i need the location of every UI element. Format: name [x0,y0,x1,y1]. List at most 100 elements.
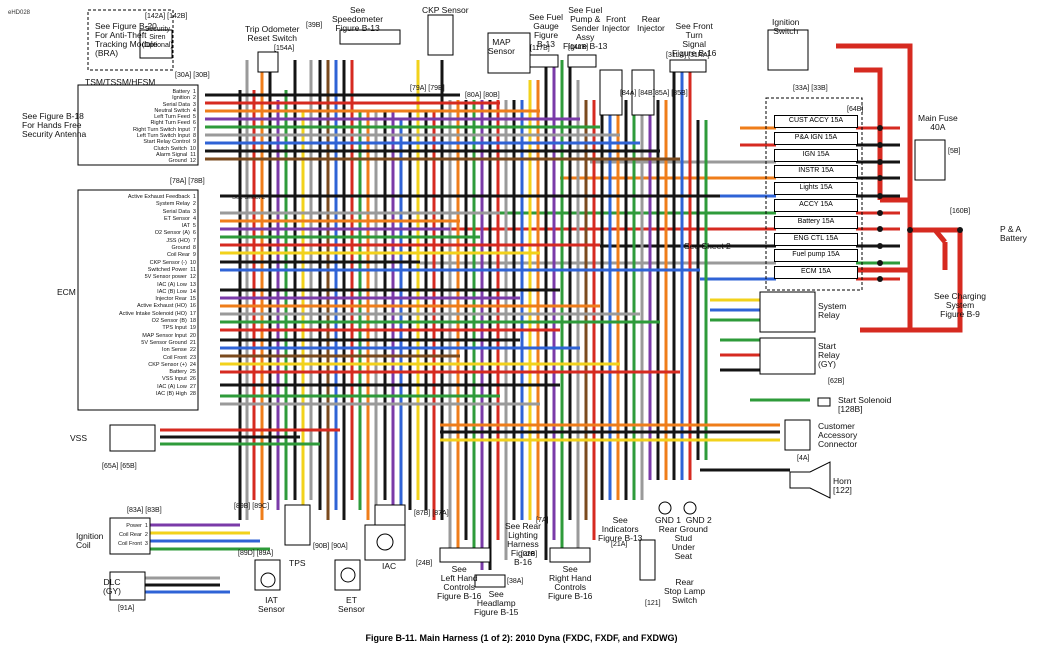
harness-bundle [238,60,708,570]
ecm-pin-20: MAP Sensor Input 20 [142,332,196,339]
speedometer-connector: [39B] [306,22,323,29]
grounds-label: GND 1 GND 2 Rear Ground Stud Under Seat [655,515,712,561]
ecm-pin-6: O2 Sensor (A) 6 [154,230,196,237]
coil-pin-1: Power 1 [126,523,148,529]
ecm-pin-2: System Relay 2 [155,201,196,208]
ecm-connectors: [78A] [78B] [170,178,205,185]
junction-dots [877,125,963,282]
ecm-pin-1: Active Exhaust Feedback 1 [127,194,196,200]
rear-lighting-label: See Rear Lighting Harness Figure B-16 [505,521,541,567]
vss-label: VSS [70,433,88,443]
fuse-8: ENG CTL 15A [774,232,858,246]
ecm-pin-19: TPS Input 19 [162,325,196,332]
customer-accessory-label: Customer Accessory Connector [818,421,858,449]
speedometer-label: See Speedometer Figure B-13 [332,5,384,33]
ignition-coil-label: Ignition Coil [76,531,104,550]
ignition-switch-connectors: [33A] [33B] [793,85,828,92]
ecm-pin-5: IAT 5 [181,223,196,230]
siren-bottom-connectors: [30A] [30B] [175,72,210,79]
fuse-6: ACCY 15A [774,199,858,212]
start-relay-connector: [62B] [828,378,845,385]
tsm-pin-10: Clutch Switch 10 [153,145,197,152]
headlamp-label: See Headlamp Figure B-15 [474,589,519,617]
indicators-label: See Indicators Figure B-13 [598,515,643,543]
rear-lighting-connector: [7A] [536,517,549,524]
trip-odometer-connector: [154A] [274,45,295,52]
ignition-switch-label: Ignition Switch [772,17,800,36]
charging-label: See Charging System Figure B-9 [934,291,986,319]
tsm-pin-7: Right Turn Switch Input 7 [133,126,196,133]
battery-connector: [160B] [950,208,971,215]
doc-code: eHD028 [8,10,31,16]
ecm-see-sheet-2: See Sheet 2 [232,195,266,201]
tsm-pin-11: Alarm Signal 11 [156,151,196,158]
fuel-gauge-label: See Fuel Gauge Figure B-13 [529,12,564,49]
ecm-pin-12: 5V Sensor power 12 [144,274,196,281]
fuse-5: Lights 15A [774,182,858,196]
tsm-pin-9: Start Relay Control 9 [143,139,196,146]
map-connectors: [80A] [80B] [465,92,500,99]
harness-cross-runs [145,93,810,594]
fuse-block-connector: [64B] [847,106,864,113]
ecm-pin-13: IAC (A) Low 13 [157,281,196,288]
ecm-pin-26: VSS Input 26 [162,376,196,383]
ckp-connectors: [79A] [79B] [410,85,445,92]
ecm-pin-27: IAC (A) Low 27 [157,383,196,390]
map-label: MAP Sensor [488,37,515,56]
ecm-pin-24: CKP Sensor (+) 24 [148,361,196,368]
rear-stop-label: Rear Stop Lamp Switch [664,577,706,605]
rear-stop-connector: [121] [645,600,661,607]
iac-label: IAC [382,561,397,571]
siren-label: Security Siren (Optional) [142,26,173,49]
dlc-connector: [91A] [118,605,135,612]
ecm-pin-14: IAC (B) Low 14 [157,288,196,295]
tsm-pin-8: Left Turn Switch Input 8 [136,133,196,140]
iat-label: IAT Sensor [258,595,285,614]
dlc-label: DLC (GY) [103,577,121,596]
module-boxes [77,9,946,601]
ignition-coil-connectors: [83A] [83B] [127,507,162,514]
fuel-gauge-connector: [117B] [530,45,550,52]
rear-injector-label: Rear Injector [637,14,665,33]
ecm-title: ECM [57,287,76,297]
ckp-label: CKP Sensor [422,5,469,15]
fuse-10: ECM 15A [774,266,858,280]
ecm-pin-7: JSS (HO) 7 [166,237,196,244]
fuse-3: IGN 15A [774,148,858,162]
ecm-pin-11: Switched Power 11 [147,266,196,273]
iat-connectors: [89D] [89A] [238,550,274,557]
tps-connectors: [89B] [89C] [234,503,270,510]
ecm-pin-18: O2 Sensor (B) 18 [151,318,196,325]
tsm-pin-5: Left Turn Feed 5 [154,114,196,121]
front-turn-label: See Front Turn Signal Figure B-16 [672,21,717,58]
indicators-connector: [21A] [611,541,628,548]
ecm-pin-15: Injector Rear 15 [155,296,196,303]
ecm-pin-3: Serial Data 3 [162,208,196,215]
customer-accessory-connector: [4A] [797,455,810,462]
ecm-pin-23: Coil Front 23 [162,354,196,361]
ecm-pin-9: Coil Rear 9 [166,252,196,259]
right-hand-connector: [22B] [521,551,538,558]
tsm-note: See Figure B-18 For Hands Free Security … [22,111,87,139]
start-relay-label: Start Relay (GY) [818,341,840,369]
fuse-see-sheet-2: See Sheet 2 [684,241,731,251]
iac-connectors: [87B] [87A] [414,510,449,517]
trip-odometer-label: Trip Odometer Reset Switch [245,24,300,43]
tsm-pin-2: Ignition 2 [172,95,196,102]
siren-note: See Figure B-20 For Anti-Theft Tracking … [95,21,158,58]
vss-connectors: [65A] [65B] [102,463,137,470]
tsm-title: TSM/TSSM/HFSM [85,77,156,87]
fuse-4: INSTR 15A [774,165,858,179]
battery-label: P & A Battery [1000,224,1027,243]
left-hand-label: See Left Hand Controls Figure B-16 [437,564,482,601]
system-relay-label: System Relay [818,301,847,320]
tsm-pin-1: Battery 1 [172,89,196,95]
fuse-2: P&A IGN 15A [774,131,858,145]
misc-symbols [260,397,831,588]
fuse-9: Fuel pump 15A [774,249,858,263]
headlamp-connector: [38A] [507,578,524,585]
ecm-pin-4: ET Sensor 4 [164,215,196,222]
main-fuse-connector: [5B] [948,148,961,155]
ecm-pin-28: IAC (B) High 28 [155,391,196,398]
